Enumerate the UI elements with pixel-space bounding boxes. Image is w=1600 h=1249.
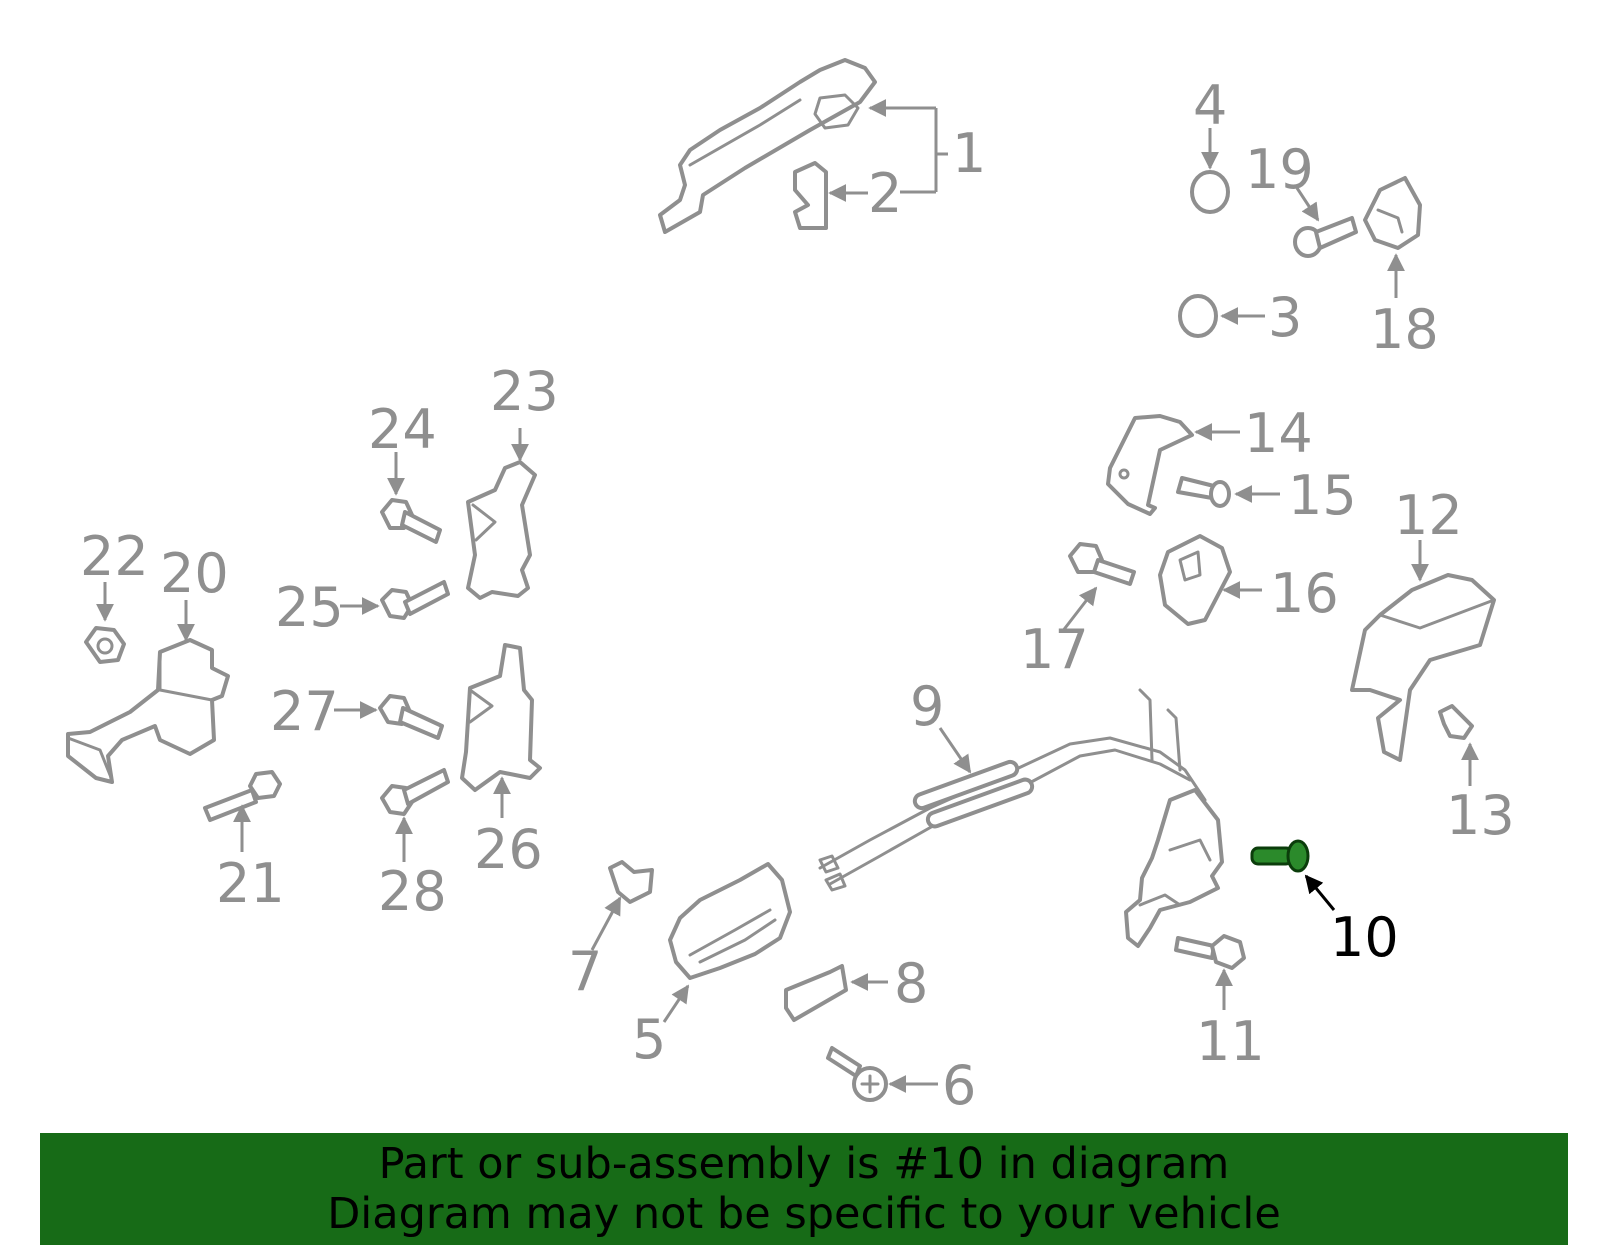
part-12-latch-cover[interactable] bbox=[1350, 573, 1496, 762]
callout-25: 25 bbox=[275, 576, 344, 639]
callout-7: 7 bbox=[568, 940, 602, 1003]
part-9-cable-assembly[interactable] bbox=[818, 688, 1207, 892]
part-16-bracket[interactable] bbox=[1158, 534, 1232, 626]
callout-15: 15 bbox=[1288, 464, 1357, 527]
part-22-nut[interactable] bbox=[84, 626, 126, 664]
callout-20: 20 bbox=[160, 542, 229, 605]
part-13-clip[interactable] bbox=[1438, 704, 1474, 740]
part-6-screw[interactable] bbox=[826, 1046, 888, 1102]
banner-line-2: Diagram may not be specific to your vehi… bbox=[327, 1189, 1281, 1239]
callout-11: 11 bbox=[1196, 1010, 1265, 1073]
callout-27: 27 bbox=[270, 680, 339, 743]
part-25-bolt[interactable] bbox=[380, 580, 450, 620]
callout-9: 9 bbox=[910, 675, 944, 738]
part-20-door-check[interactable] bbox=[66, 638, 230, 784]
part-7-clip[interactable] bbox=[608, 860, 654, 904]
part-21-bolt[interactable] bbox=[203, 770, 282, 822]
callout-4: 4 bbox=[1193, 74, 1227, 137]
part-11-bolt[interactable] bbox=[1174, 934, 1246, 970]
callout-28: 28 bbox=[378, 860, 447, 923]
part-27-bolt[interactable] bbox=[378, 694, 444, 740]
callout-24: 24 bbox=[368, 398, 437, 461]
callout-8: 8 bbox=[894, 952, 928, 1015]
part-3-clip[interactable] bbox=[1178, 294, 1218, 338]
callout-23: 23 bbox=[490, 360, 559, 423]
banner-line-1: Part or sub-assembly is #10 in diagram bbox=[378, 1139, 1230, 1189]
callout-19: 19 bbox=[1245, 138, 1314, 201]
callout-18: 18 bbox=[1370, 298, 1439, 361]
callout-12: 12 bbox=[1394, 484, 1463, 547]
part-24-bolt[interactable] bbox=[380, 498, 442, 544]
callout-3: 3 bbox=[1268, 286, 1302, 349]
callout-22: 22 bbox=[80, 525, 149, 588]
part-2-handle-cap[interactable] bbox=[793, 161, 828, 230]
callout-16: 16 bbox=[1270, 562, 1339, 625]
part-26-hinge[interactable] bbox=[460, 643, 542, 792]
part-15-screw[interactable] bbox=[1176, 476, 1231, 508]
callout-26: 26 bbox=[474, 818, 543, 881]
info-banner: Part or sub-assembly is #10 in diagram D… bbox=[40, 1133, 1568, 1245]
part-14-shield[interactable] bbox=[1106, 414, 1194, 516]
part-1-door-handle[interactable] bbox=[658, 58, 877, 234]
door-latch-actuator bbox=[1124, 788, 1224, 948]
callout-21: 21 bbox=[216, 852, 285, 915]
callout-2: 2 bbox=[868, 162, 902, 225]
callout-17: 17 bbox=[1020, 618, 1089, 681]
callout-1: 1 bbox=[952, 122, 986, 185]
callout-6: 6 bbox=[942, 1054, 976, 1117]
part-8-cover[interactable] bbox=[784, 964, 848, 1022]
part-19-bolt[interactable] bbox=[1293, 216, 1358, 258]
part-18-bracket[interactable] bbox=[1363, 176, 1422, 250]
callout-13: 13 bbox=[1446, 784, 1515, 847]
part-17-bolt[interactable] bbox=[1068, 542, 1136, 586]
part-4-plug[interactable] bbox=[1190, 170, 1230, 214]
part-5-inner-handle[interactable] bbox=[668, 862, 792, 980]
part-23-hinge[interactable] bbox=[466, 460, 537, 600]
part-28-bolt[interactable] bbox=[380, 768, 450, 816]
part-10-screw-highlighted[interactable] bbox=[1250, 839, 1310, 873]
callout-14: 14 bbox=[1244, 402, 1313, 465]
callout-5: 5 bbox=[632, 1008, 666, 1071]
callout-10: 10 bbox=[1330, 906, 1399, 969]
